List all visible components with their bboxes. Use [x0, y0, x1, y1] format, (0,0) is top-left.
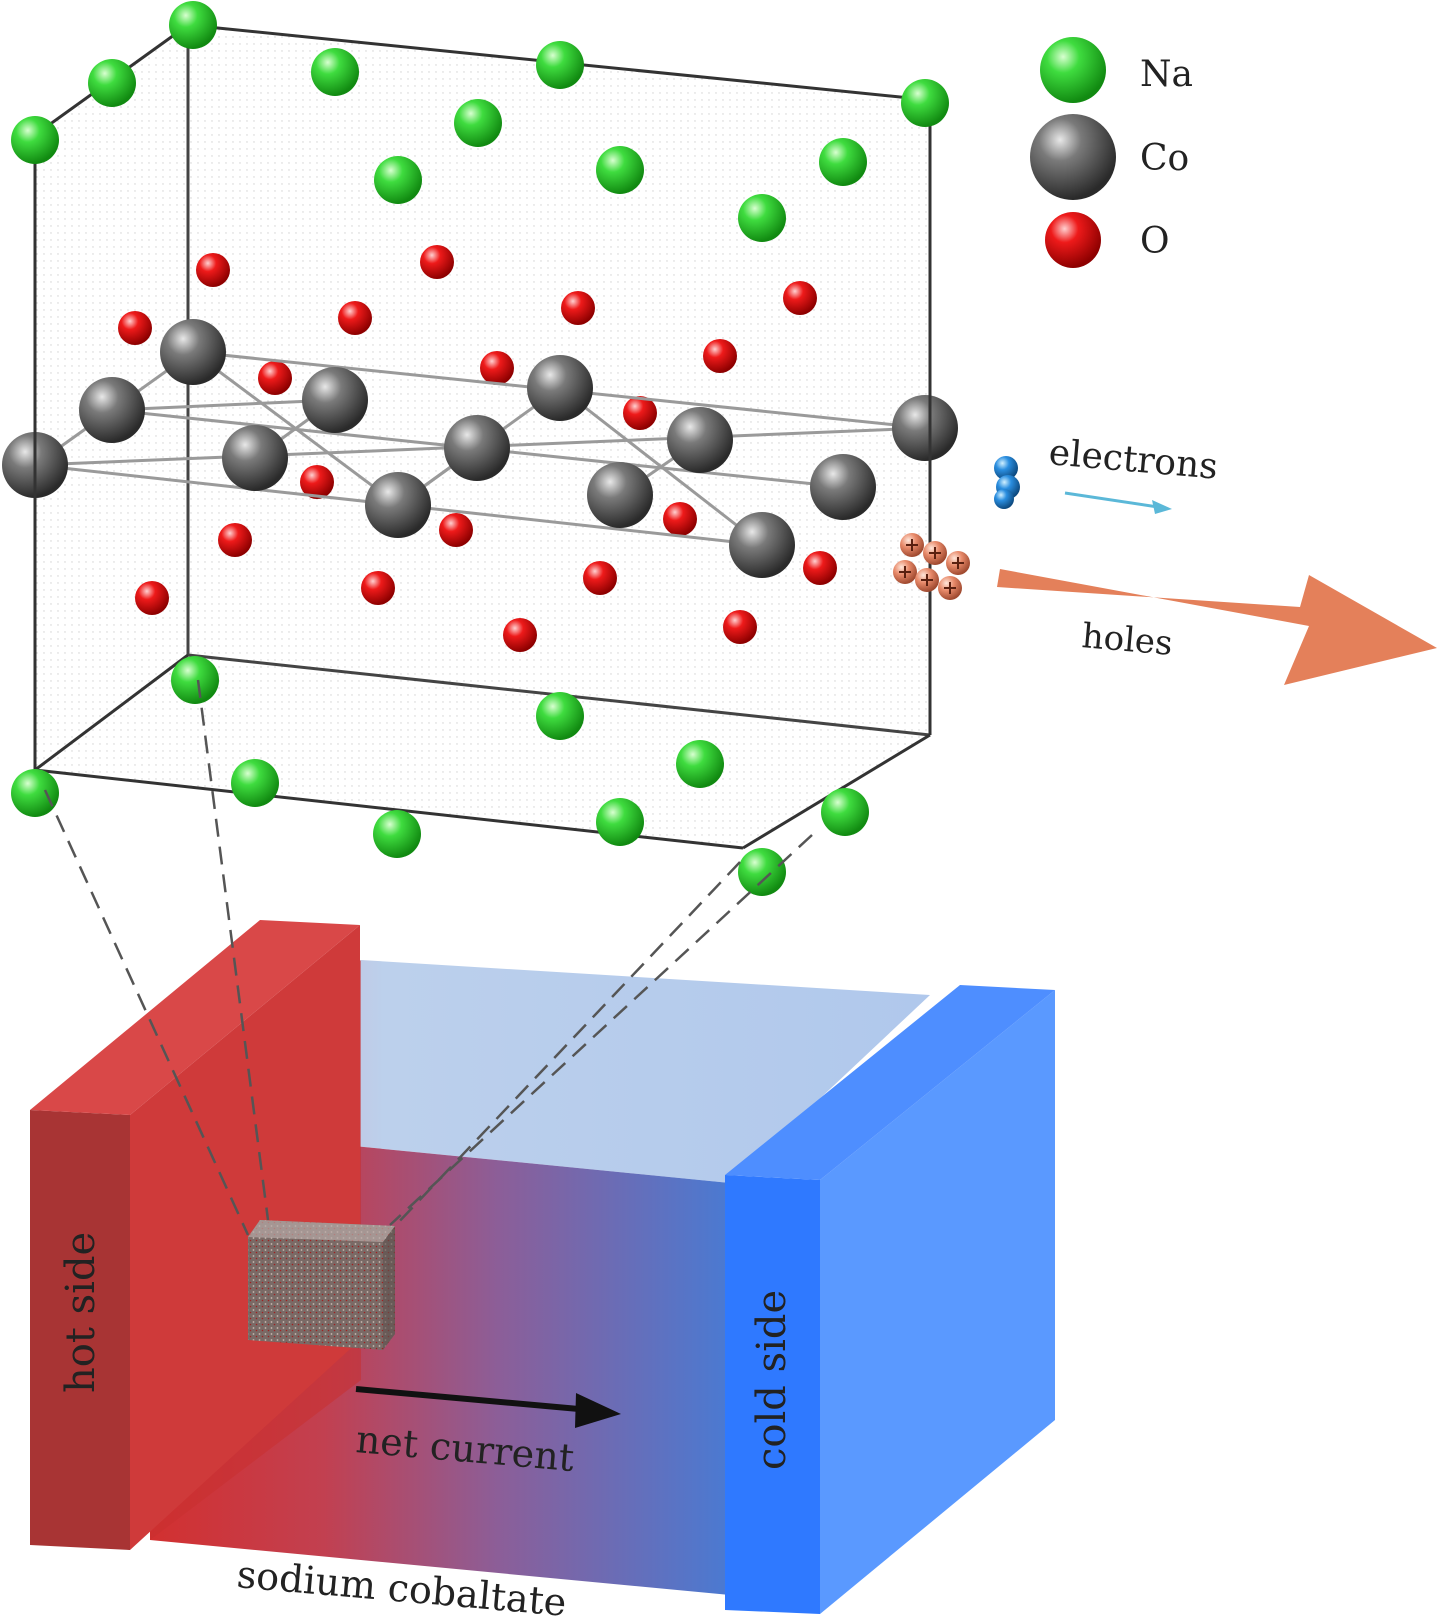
device-slab: hot side cold side net current sodium co…: [30, 920, 1055, 1617]
electron-arrow: [1064, 491, 1172, 514]
electron-cluster-icon: [994, 456, 1020, 509]
cobalt-atom: [729, 512, 795, 578]
hole-cluster-icon: [893, 533, 970, 600]
cold-side-block: [725, 985, 1055, 1614]
cobalt-atom: [302, 367, 368, 433]
sodium-atom: [676, 740, 724, 788]
oxygen-atom: [258, 361, 292, 395]
sodium-atom: [374, 156, 422, 204]
oxygen-atom: [583, 561, 617, 595]
legend-oxygen-icon: [1045, 212, 1101, 268]
cobalt-atom: [79, 377, 145, 443]
oxygen-atom: [420, 245, 454, 279]
sodium-atom: [231, 759, 279, 807]
cobalt-atom: [892, 395, 958, 461]
sodium-atom: [901, 79, 949, 127]
holes-label: holes: [1080, 616, 1174, 664]
legend-oxygen-label: O: [1140, 221, 1170, 262]
oxygen-atom: [663, 502, 697, 536]
oxygen-atom: [218, 523, 252, 557]
cobalt-atom: [587, 462, 653, 528]
sodium-atom: [88, 59, 136, 107]
sodium-atom: [819, 138, 867, 186]
cold-side-label: cold side: [749, 1290, 795, 1470]
sodium-atom: [738, 848, 786, 896]
sodium-atom: [169, 1, 217, 49]
cobalt-atom: [667, 407, 733, 473]
sodium-atom: [454, 99, 502, 147]
sodium-atom: [738, 194, 786, 242]
projection-lines: [43, 679, 813, 1236]
sodium-atom: [596, 146, 644, 194]
sample-block: [248, 1220, 395, 1350]
cobalt-atom: [444, 415, 510, 481]
sodium-atom: [373, 810, 421, 858]
oxygen-atoms: [118, 245, 837, 652]
legend: Na Co O: [1030, 37, 1193, 268]
oxygen-atom: [480, 351, 514, 385]
oxygen-atom: [300, 465, 334, 499]
cobalt-atom: [527, 355, 593, 421]
oxygen-atom: [338, 301, 372, 335]
crystal-cell: [2, 1, 958, 896]
oxygen-atom: [135, 581, 169, 615]
sodium-atom: [311, 48, 359, 96]
cobalt-bond-line: [111, 398, 336, 412]
oxygen-atom: [561, 291, 595, 325]
cobalt-atom: [810, 454, 876, 520]
legend-sodium-label: Na: [1140, 54, 1193, 95]
oxygen-atom: [803, 551, 837, 585]
oxygen-atom: [361, 571, 395, 605]
oxygen-atom: [118, 311, 152, 345]
oxygen-atom: [503, 618, 537, 652]
sodium-atom: [536, 41, 584, 89]
electrons-label: electrons: [1047, 432, 1219, 488]
sodium-atom: [596, 798, 644, 846]
hot-side-label: hot side: [58, 1232, 104, 1393]
cobalt-atom: [160, 319, 226, 385]
oxygen-atom: [196, 253, 230, 287]
sodium-atom: [11, 769, 59, 817]
sodium-atom: [821, 788, 869, 836]
carriers: electrons holes: [893, 432, 1437, 685]
cobalt-atoms: [2, 319, 958, 578]
oxygen-atom: [703, 339, 737, 373]
sodium-atom: [171, 656, 219, 704]
holes-arrow: [997, 569, 1437, 685]
sodium-atom: [536, 692, 584, 740]
cobalt-atom: [365, 472, 431, 538]
cobalt-atom: [222, 425, 288, 491]
net-current-arrow: [355, 1386, 621, 1428]
legend-cobalt-label: Co: [1140, 138, 1189, 179]
legend-sodium-icon: [1040, 37, 1106, 103]
legend-cobalt-icon: [1030, 114, 1116, 200]
cobalt-bond-line: [192, 350, 399, 507]
oxygen-atom: [723, 610, 757, 644]
cobalt-bond-line: [559, 386, 763, 547]
sodium-atom: [11, 116, 59, 164]
oxygen-atom: [439, 513, 473, 547]
oxygen-atom: [783, 281, 817, 315]
oxygen-atom: [623, 396, 657, 430]
sodium-atoms: [11, 1, 949, 896]
hot-side-block: [30, 920, 360, 1550]
